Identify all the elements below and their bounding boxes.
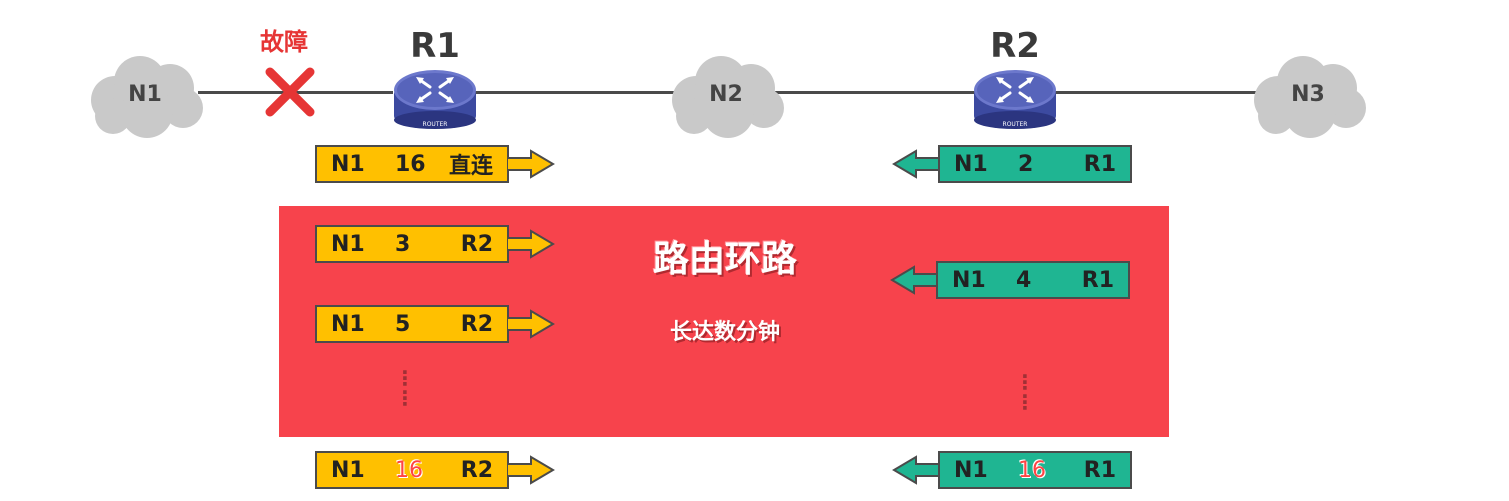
router-r2: ROUTER (970, 64, 1060, 130)
route-entry-box: N1 16 R1 (938, 451, 1132, 489)
arrow-right-icon (507, 229, 555, 259)
panel-title: 路由环路 (652, 239, 797, 280)
router-icon: ROUTER (394, 70, 476, 129)
ellipsis-glyph: ⋮ (1015, 390, 1035, 414)
route-next-hop: R1 (1083, 457, 1116, 483)
arrow-right-icon (507, 455, 555, 485)
link-r1-n2 (475, 91, 675, 94)
route-next-hop: 直连 (448, 154, 493, 179)
route-dest: N1 (954, 151, 988, 177)
route-dest: N1 (331, 311, 365, 337)
arrow-right-icon (507, 149, 555, 179)
network-label-n2: N2 (709, 82, 743, 107)
r1-update-1: N1 16 直连 (315, 145, 555, 183)
route-dest: N1 (952, 267, 986, 293)
arrow-left-icon (890, 265, 938, 295)
router-title-r1: R1 (410, 26, 460, 66)
ellipsis-r2: ⋮ ⋮ (1015, 370, 1035, 414)
route-dest: N1 (331, 231, 365, 257)
router-title-r2: R2 (990, 26, 1040, 66)
ellipsis-r1: ⋮ ⋮ (395, 366, 415, 410)
route-next-hop: R2 (460, 457, 493, 483)
arrow-right-icon (507, 309, 555, 339)
ellipsis-glyph: ⋮ (395, 386, 415, 410)
r1-update-2: N1 3 R2 (315, 225, 555, 263)
route-metric: 16 (395, 457, 423, 483)
r1-update-3: N1 5 R2 (315, 305, 555, 343)
route-metric: 4 (1016, 267, 1032, 293)
route-metric: 5 (395, 311, 411, 337)
router-icon: ROUTER (974, 70, 1056, 129)
route-entry-box: N1 3 R2 (315, 225, 509, 263)
link-n2-r2 (775, 91, 975, 94)
route-entry-box: N1 16 直连 (315, 145, 509, 183)
router-r1: ROUTER (390, 64, 480, 130)
route-dest: N1 (331, 457, 365, 483)
route-entry-box: N1 4 R1 (936, 261, 1130, 299)
route-metric: 3 (395, 231, 411, 257)
ellipsis-glyph: ⋮ (1015, 370, 1035, 394)
route-next-hop: R1 (1081, 267, 1114, 293)
ellipsis-glyph: ⋮ (395, 366, 415, 390)
route-entry-box: N1 2 R1 (938, 145, 1132, 183)
route-entry-box: N1 16 R2 (315, 451, 509, 489)
network-cloud-n2: N2 (666, 50, 786, 140)
cloud-icon (1254, 56, 1366, 138)
fault-x-icon (262, 64, 318, 120)
route-next-hop: R1 (1083, 151, 1116, 177)
r1-update-4: N1 16 R2 (315, 451, 555, 489)
cloud-icon (91, 56, 203, 138)
route-entry-box: N1 5 R2 (315, 305, 509, 343)
network-cloud-n1: N1 (85, 50, 205, 140)
route-next-hop: R2 (460, 231, 493, 257)
arrow-left-icon (892, 149, 940, 179)
router-badge: ROUTER (1003, 121, 1028, 128)
route-dest: N1 (331, 151, 365, 177)
route-metric: 16 (395, 151, 426, 177)
panel-subtitle: 长达数分钟 (669, 320, 780, 345)
link-r2-n3 (1055, 91, 1260, 94)
arrow-left-icon (892, 455, 940, 485)
cloud-icon (672, 56, 784, 138)
network-label-n1: N1 (128, 82, 162, 107)
route-dest: N1 (954, 457, 988, 483)
fault-label: 故障 (260, 28, 308, 56)
route-metric: 2 (1018, 151, 1034, 177)
route-metric: 16 (1018, 457, 1046, 483)
network-label-n3: N3 (1291, 82, 1325, 107)
route-next-hop: R2 (460, 311, 493, 337)
router-badge: ROUTER (423, 121, 448, 128)
network-cloud-n3: N3 (1248, 50, 1368, 140)
